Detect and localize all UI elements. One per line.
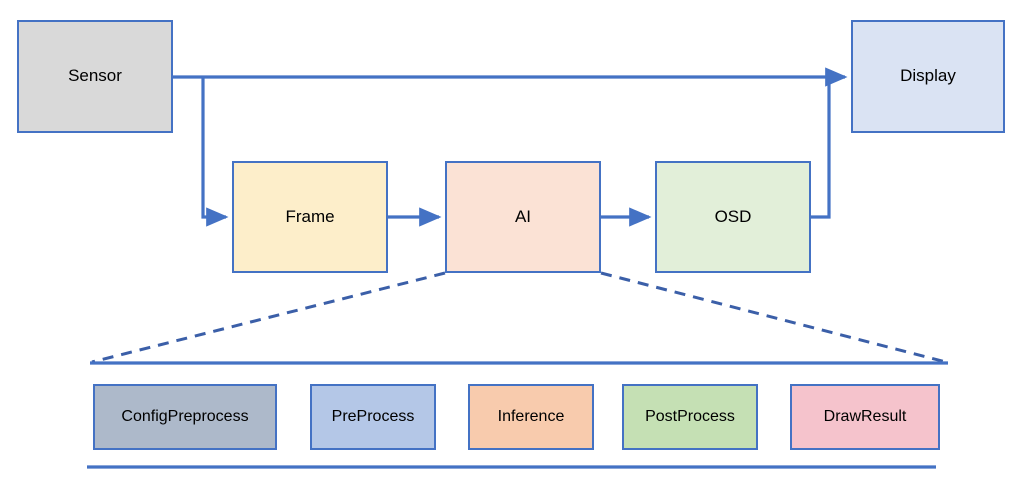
- edge-ai-expand-left: [91, 271, 446, 364]
- node-osd-label: OSD: [714, 206, 752, 226]
- edge-ai-expand-right: [600, 271, 947, 364]
- node-config-preprocess-label: ConfigPreprocess: [121, 408, 249, 426]
- node-frame-label: Frame: [285, 206, 335, 226]
- node-osd[interactable]: OSD: [655, 161, 811, 273]
- node-post-process-label: PostProcess: [645, 408, 735, 426]
- edge-osd-to-display: [811, 77, 831, 219]
- node-inference[interactable]: Inference: [468, 384, 594, 450]
- node-pre-process[interactable]: PreProcess: [310, 384, 436, 450]
- node-post-process[interactable]: PostProcess: [622, 384, 758, 450]
- node-draw-result[interactable]: DrawResult: [790, 384, 940, 450]
- node-pre-process-label: PreProcess: [331, 408, 415, 426]
- node-ai-label: AI: [514, 206, 532, 226]
- node-display-label: Display: [900, 66, 956, 86]
- node-sensor[interactable]: Sensor: [17, 20, 173, 133]
- node-config-preprocess[interactable]: ConfigPreprocess: [93, 384, 277, 450]
- node-ai[interactable]: AI: [445, 161, 601, 273]
- edge-sensor-to-frame: [201, 78, 229, 227]
- node-frame[interactable]: Frame: [232, 161, 388, 273]
- node-inference-label: Inference: [497, 408, 565, 426]
- node-draw-result-label: DrawResult: [823, 408, 907, 426]
- node-display[interactable]: Display: [851, 20, 1005, 133]
- node-sensor-label: Sensor: [68, 66, 122, 86]
